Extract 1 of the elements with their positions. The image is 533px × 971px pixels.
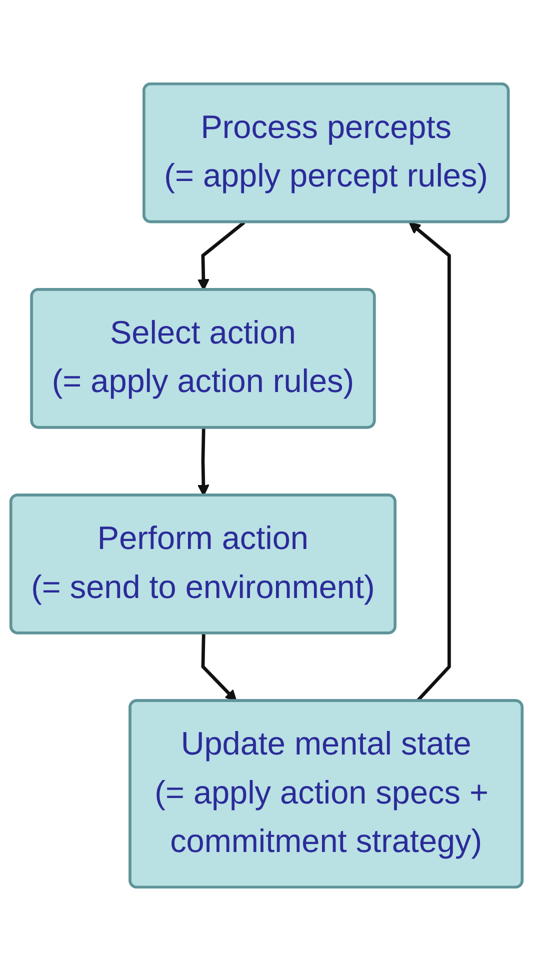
arrow — [201, 634, 237, 702]
